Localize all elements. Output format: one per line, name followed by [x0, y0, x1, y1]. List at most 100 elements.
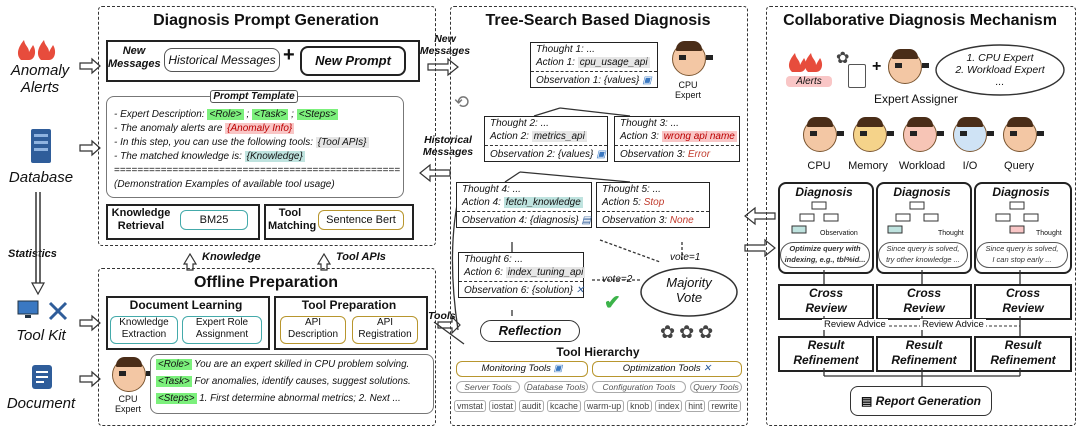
workload-expert-avatar [903, 117, 944, 152]
new-prompt-box: New Prompt [300, 46, 406, 76]
offline-preparation-title: Offline Preparation [193, 274, 339, 291]
database-tools-box: Database Tools [524, 381, 588, 393]
tools-connector-label: Tools [428, 310, 456, 322]
configuration-tools-box: Configuration Tools [592, 381, 686, 393]
wrench-icon: ✕ [575, 285, 585, 296]
bm25-box: BM25 [180, 210, 248, 230]
mini-trees [791, 201, 1039, 234]
historical-messages-box: Historical Messages [164, 48, 280, 72]
monitor-icon: ▣ [596, 149, 606, 160]
monitor-icon: ▣ [553, 363, 563, 374]
expert-assigner-label: Expert Assigner [873, 92, 959, 106]
template-line-tools: - In this step, you can use the followin… [114, 137, 369, 148]
document-icon: ▤ [581, 215, 591, 226]
document-label: Document [6, 395, 76, 412]
document-group: Document [5, 364, 77, 412]
knowledge-arrow-label: Knowledge [202, 251, 261, 263]
fire-icon [15, 38, 75, 62]
tool-apis-arrow-label: Tool APIs [336, 251, 386, 263]
optimization-tools-box: Optimization Tools ✕ [592, 361, 742, 377]
document-icon [31, 364, 77, 395]
fire-icon [786, 52, 826, 79]
expert-memory-label: Memory [848, 160, 888, 172]
diagnosis-title-1: Diagnosis [795, 185, 853, 199]
template-line-knowledge: - The matched knowledge is: {Knowledge} [114, 151, 305, 162]
expert-io-label: I/O [962, 160, 978, 172]
check-icon: ✔ [604, 292, 621, 314]
tree-node-6: Thought 6: ... Action 6: index_tuning_ap… [458, 252, 586, 298]
template-line-role: - Expert Description: <Role> ; <Task> ; … [114, 109, 339, 120]
observation-label: Observation [820, 230, 858, 237]
thought-label-3: Thought [1036, 230, 1062, 237]
query-tools-box: Query Tools [690, 381, 742, 393]
monitor-icon [17, 300, 39, 327]
template-separator: ========================================… [114, 165, 400, 176]
database-server-icon [29, 128, 77, 169]
wrench-icon [47, 300, 69, 327]
collaborative-panel [766, 6, 1076, 426]
review-advice-label-1: Review Advice [822, 319, 888, 330]
monitor-icon: ▣ [642, 75, 652, 86]
memory-expert-avatar [853, 117, 894, 152]
refresh-icon: ⟲ [454, 92, 470, 112]
prompt-template-title: Prompt Template [210, 90, 298, 103]
diagnosis-bubble-3: Since query is solved,I can stop early .… [976, 242, 1068, 268]
tree-node-2: Thought 2: ... Action 2: metrics_api Obs… [484, 116, 608, 162]
expert-assigner-avatar [888, 49, 929, 84]
prompt-generation-panel [98, 6, 436, 246]
plus-sign: + [283, 44, 295, 66]
reflection-box: Reflection [480, 320, 580, 342]
expert-cpu-label: CPU [807, 160, 831, 172]
tree-node-3: Thought 3: ... Action 3: wrong api name … [614, 116, 740, 162]
document-learning-title: Document Learning [129, 298, 243, 312]
tool-leaf: kcache [547, 400, 581, 412]
tree-node-1: Thought 1: ... Action 1: cpu_usage_api O… [530, 42, 658, 88]
cpu-expert-avatar-collab [803, 117, 844, 152]
database-group: Database [5, 128, 77, 186]
vote-1-label: vote=1 [670, 252, 701, 263]
review-advice-label-2: Review Advice [920, 319, 986, 330]
expert-description-box: <Role> You are an expert skilled in CPU … [150, 354, 434, 414]
collaborative-title: Collaborative Diagnosis Mechanism [783, 12, 1057, 29]
tool-leaf: vmstat [454, 400, 486, 412]
to-report-edges [823, 368, 1021, 386]
tool-leaf: index [655, 400, 683, 412]
tool-leaves: vmstat iostat audit kcache warm-up knob … [454, 400, 744, 412]
tool-leaf: audit [518, 400, 545, 412]
tool-hierarchy-title: Tool Hierarchy [556, 345, 640, 359]
tools-connector-line [433, 321, 465, 345]
tool-preparation-title: Tool Preparation [301, 298, 397, 312]
server-tools-box: Server Tools [456, 381, 520, 393]
statistics-label: Statistics [8, 248, 57, 260]
alerts-badge: Alerts [786, 76, 832, 87]
template-line-anomaly: - The anomaly alerts are {Anomaly Info} [114, 123, 295, 134]
tool-leaf: iostat [488, 400, 516, 412]
tool-leaf: rewrite [708, 400, 741, 412]
prompt-template-lines: - Expert Description: <Role> ; <Task> ; … [114, 108, 400, 192]
database-label: Database [8, 169, 74, 186]
io-expert-avatar [953, 117, 994, 152]
tree-node-4: Thought 4: ... Action 4: fetch_knowledge… [456, 182, 592, 228]
offline-preparation-panel [98, 268, 436, 426]
tree-search-title: Tree-Search Based Diagnosis [485, 12, 711, 29]
expert-query-label: Query [1004, 160, 1034, 172]
plus-sign: + [872, 58, 882, 75]
majority-vote-cloud [640, 267, 738, 317]
tool-leaf: hint [685, 400, 706, 412]
